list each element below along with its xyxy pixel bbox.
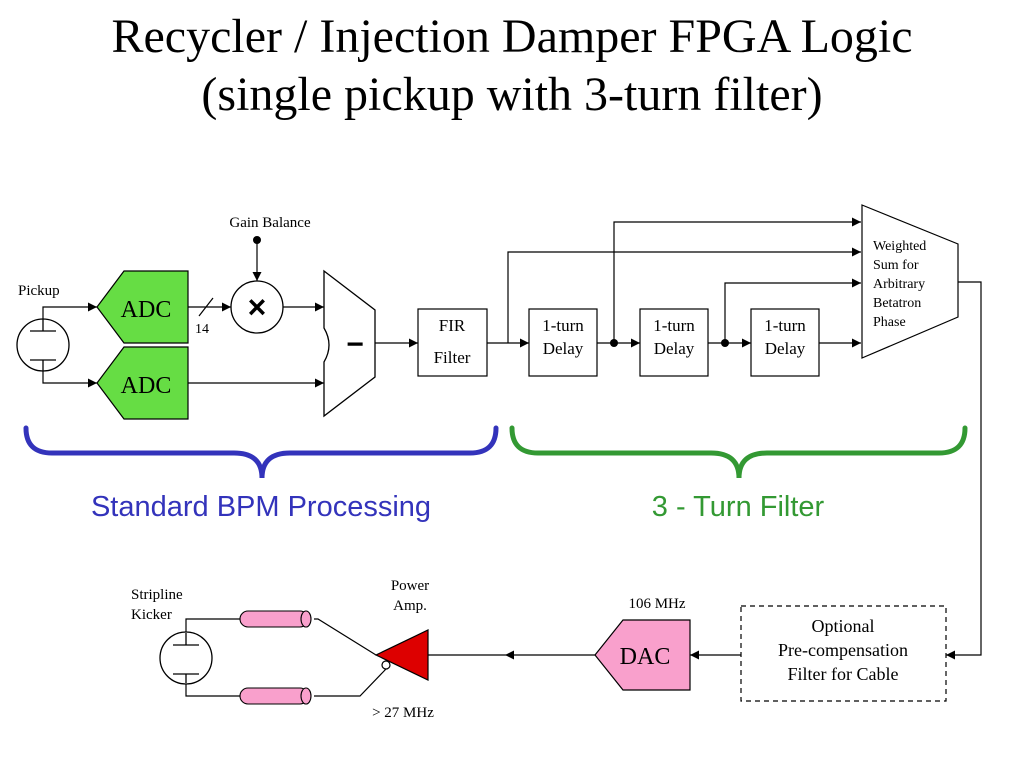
delay2-label-line-2: Delay <box>654 339 695 358</box>
three-turn-label: 3 - Turn Filter <box>652 491 825 523</box>
bus-width-label: 14 <box>195 322 209 337</box>
weighted-sum-line-5: Phase <box>873 315 906 330</box>
standard-bpm-brace <box>23 425 499 479</box>
lower-cable <box>239 687 312 705</box>
power-amp-label-line-1: Power <box>391 578 429 594</box>
amp-to-upper-cable-line <box>314 618 377 656</box>
pickup-to-adc2-line <box>42 371 97 388</box>
power-amp-label-line-2: Amp. <box>393 598 427 614</box>
fir-label-line-1: FIR <box>439 316 466 335</box>
delay-block-2: 1-turn Delay <box>639 308 709 377</box>
optional-filter-line-1: Optional <box>812 616 875 636</box>
weighted-sum-block: Weighted Sum for Arbitrary Betatron Phas… <box>861 204 959 359</box>
subtract-symbol: − <box>346 328 364 361</box>
weighted-sum-line-1: Weighted <box>873 239 926 254</box>
delay-block-3: 1-turn Delay <box>750 308 820 377</box>
upper-cable-to-kicker-line <box>185 618 240 633</box>
power-amp-triangle <box>374 629 429 681</box>
pickup-to-adc1-line <box>42 302 97 319</box>
dac-label: DAC <box>620 644 671 670</box>
multiplier-node: × <box>230 280 284 334</box>
power-amp <box>374 629 429 681</box>
adc-block-1: ADC <box>96 270 189 344</box>
tap-1-line <box>613 217 861 343</box>
dac-block: DAC <box>594 619 691 691</box>
lower-cable-to-kicker-line <box>185 683 240 697</box>
delay1-label-line-1: 1-turn <box>542 316 584 335</box>
power-amp-inverting-bubble <box>381 660 391 670</box>
delay3-label-line-2: Delay <box>765 339 806 358</box>
pickup-label: Pickup <box>18 283 60 299</box>
optional-filter-line-2: Pre-compensation <box>778 640 908 660</box>
stripline-kicker-label-line-2: Kicker <box>131 607 172 623</box>
delay1-label-line-2: Delay <box>543 339 584 358</box>
upper-cable <box>239 610 312 628</box>
optional-filter-line-3: Filter for Cable <box>788 664 899 684</box>
tap-2-line <box>724 278 861 343</box>
title-line-1: Recycler / Injection Damper FPGA Logic <box>111 10 913 63</box>
delay2-label-line-1: 1-turn <box>653 316 695 335</box>
stripline-kicker-label-line-1: Stripline <box>131 587 183 603</box>
bus-width-slash <box>198 297 214 317</box>
dac-frequency-label: 106 MHz <box>628 596 685 612</box>
sum-to-filter-line <box>946 281 982 660</box>
amp-to-lower-cable-line <box>314 668 387 697</box>
subtractor-shape <box>323 269 376 418</box>
dac-shape <box>594 619 691 691</box>
bandwidth-label: > 27 MHz <box>372 705 434 721</box>
stripline-kicker-symbol <box>159 631 213 685</box>
title-line-2: (single pickup with 3-turn filter) <box>201 68 823 121</box>
standard-bpm-label: Standard BPM Processing <box>91 491 431 523</box>
adc-label-1: ADC <box>121 297 172 323</box>
optional-filter-block: Optional Pre-compensation Filter for Cab… <box>740 605 947 702</box>
weighted-sum-line-3: Arbitrary <box>873 277 925 292</box>
tap-0-line <box>507 247 861 343</box>
subtractor-block: − <box>323 269 376 418</box>
pickup-symbol <box>16 318 70 372</box>
gain-balance-label: Gain Balance <box>229 215 311 231</box>
adc-block-2: ADC <box>96 346 189 420</box>
three-turn-brace <box>509 425 968 479</box>
multiply-symbol: × <box>248 289 267 325</box>
slide-title: Recycler / Injection Damper FPGA Logic (… <box>0 8 1024 124</box>
fir-filter-block: FIR Filter <box>417 308 488 377</box>
fir-label-line-2: Filter <box>434 348 471 367</box>
weighted-sum-line-4: Betatron <box>873 296 921 311</box>
adc-label-2: ADC <box>121 373 172 399</box>
delay-block-1: 1-turn Delay <box>528 308 598 377</box>
delay3-label-line-1: 1-turn <box>764 316 806 335</box>
weighted-sum-shape <box>861 204 959 359</box>
weighted-sum-line-2: Sum for <box>873 258 919 273</box>
